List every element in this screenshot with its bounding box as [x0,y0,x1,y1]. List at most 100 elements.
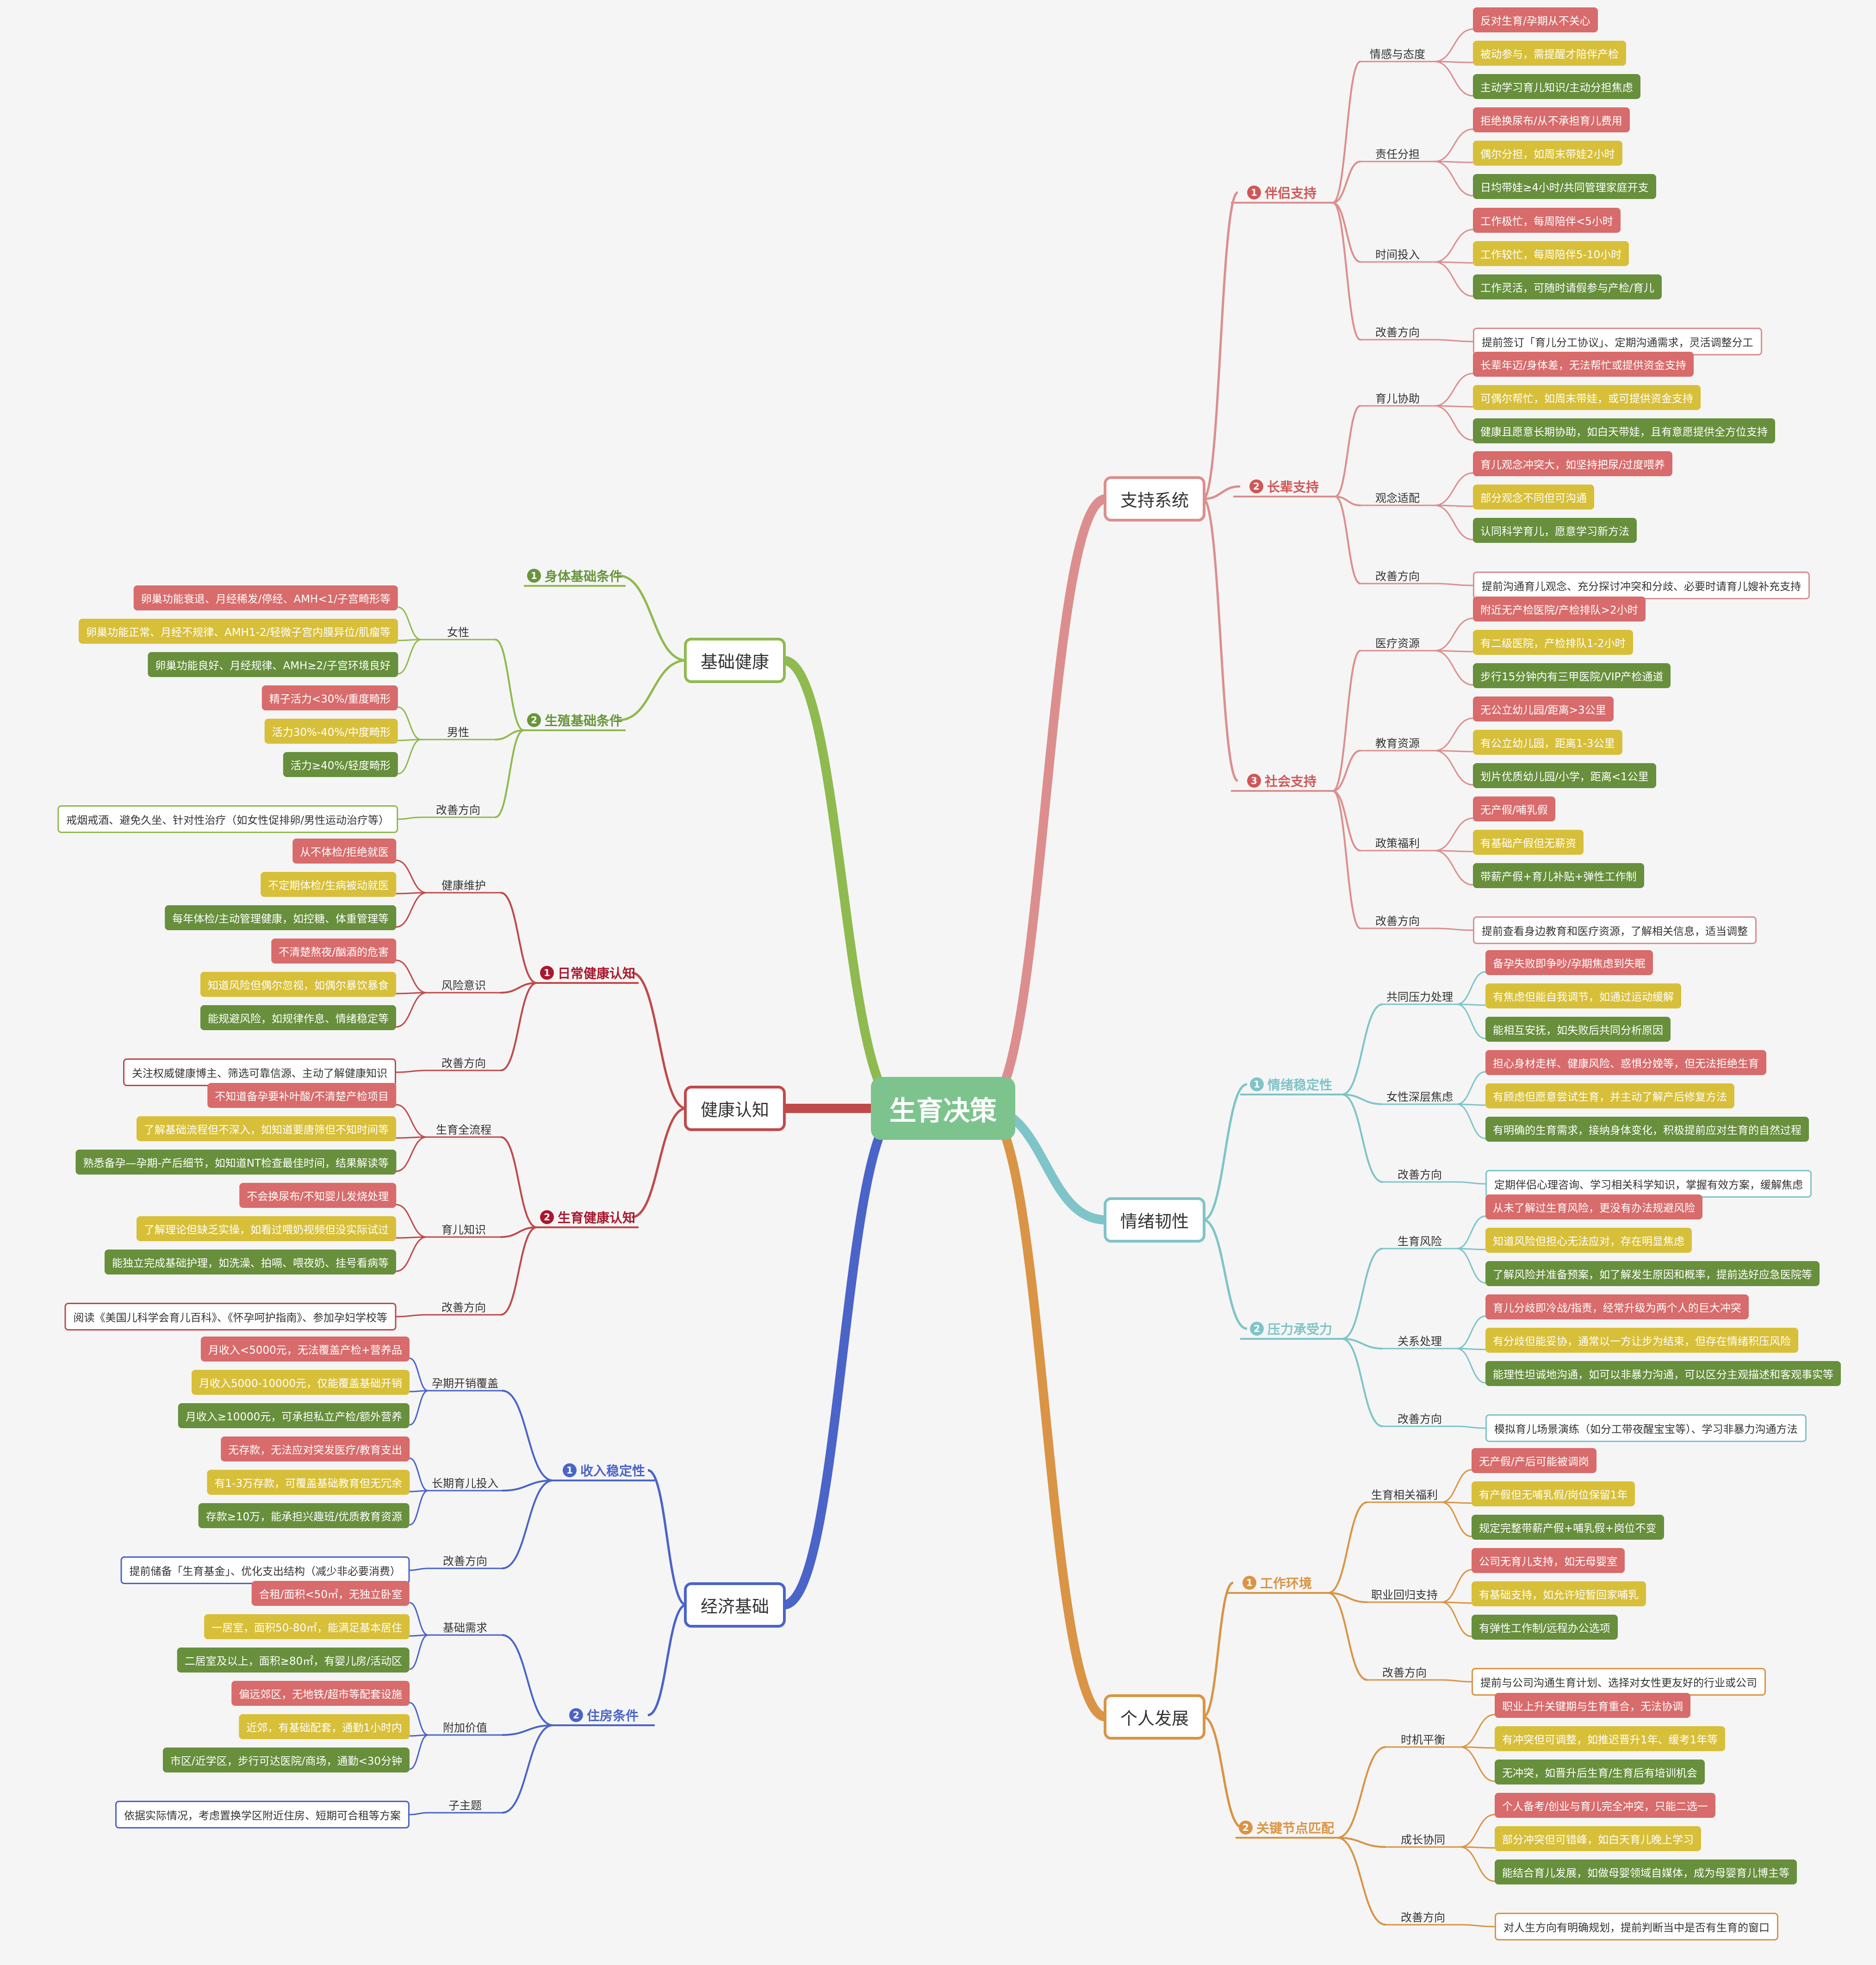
leaf-option[interactable]: 担心身材走样、健康风险、惑惧分娩等，但无法拒绝生育 [1485,1050,1766,1075]
leaf-option[interactable]: 月收入<5000元，无法覆盖产检+营养品 [200,1337,410,1362]
improvement-note[interactable]: 提前与公司沟通生育计划、选择对女性更友好的行业或公司 [1472,1668,1766,1696]
branch-topic[interactable]: 基础健康 [684,638,786,683]
leaf-option[interactable]: 不清楚熬夜/酗酒的危害 [271,939,396,964]
leaf-option[interactable]: 有公立幼儿园，距离1-3公里 [1473,730,1622,755]
leaf-option[interactable]: 无公立幼儿园/距离>3公里 [1473,696,1614,721]
leaf-option[interactable]: 无冲突，如晋升后生育/生育后有培训机会 [1495,1760,1705,1785]
leaf-option[interactable]: 有冲突但可调整，如推迟晋升1年、缓考1年等 [1495,1726,1726,1751]
leaf-option[interactable]: 卵巢功能衰退、月经稀发/停经、AMH<1/子宫畸形等 [133,585,398,610]
leaf-option[interactable]: 能独立完成基础护理，如洗澡、拍嗝、喂夜奶、挂号看病等 [105,1250,396,1275]
leaf-option[interactable]: 不定期体检/生病被动就医 [261,872,396,897]
leaf-option[interactable]: 近郊，有基础配套，通勤1小时内 [239,1714,410,1739]
leaf-option[interactable]: 个人备考/创业与育儿完全冲突，只能二选一 [1495,1793,1715,1818]
leaf-option[interactable]: 偏远郊区，无地铁/超市等配套设施 [231,1681,410,1706]
category-label[interactable]: 教育资源 [1375,737,1420,750]
leaf-option[interactable]: 附近无产检医院/产检排队>2小时 [1473,597,1646,622]
leaf-option[interactable]: 二居室及以上，面积≥80㎡，有婴儿房/活动区 [177,1648,410,1673]
leaf-option[interactable]: 能规避风险，如规律作息、情绪稳定等 [200,1005,396,1030]
category-label[interactable]: 生育全流程 [436,1123,491,1137]
category-label[interactable]: 关系处理 [1398,1335,1442,1348]
branch-topic[interactable]: 经济基础 [684,1582,786,1628]
category-label[interactable]: 改善方向 [441,1057,486,1070]
category-label[interactable]: 观念适配 [1375,491,1420,505]
category-label[interactable]: 医疗资源 [1375,637,1420,650]
leaf-option[interactable]: 育儿分歧即冷战/指责，经常升级为两个人的巨大冲突 [1485,1294,1749,1319]
branch-topic[interactable]: 健康认知 [684,1086,786,1131]
category-label[interactable]: 改善方向 [1398,1412,1442,1426]
category-label[interactable]: 生育相关福利 [1371,1488,1438,1502]
category-label[interactable]: 女性深层焦虑 [1386,1090,1453,1104]
leaf-option[interactable]: 活力≥40%/轻度畸形 [283,752,398,777]
leaf-option[interactable]: 存款≥10万，能承担兴趣班/优质教育资源 [198,1503,410,1528]
category-label[interactable]: 责任分担 [1375,148,1420,161]
branch-topic[interactable]: 个人发展 [1104,1694,1205,1740]
category-label[interactable]: 情感与态度 [1370,48,1425,61]
improvement-note[interactable]: 提前查看身边教育和医疗资源，了解相关信息，适当调整 [1473,916,1757,944]
branch-topic[interactable]: 情绪韧性 [1104,1197,1205,1243]
category-label[interactable]: 育儿协助 [1375,392,1420,405]
category-label[interactable]: 风险意识 [441,979,486,992]
leaf-option[interactable]: 月收入≥10000元，可承担私立产检/额外营养 [178,1403,410,1428]
root-topic[interactable]: 生育决策 [870,1077,1016,1140]
leaf-option[interactable]: 市区/近学区，步行可达医院/商场，通勤<30分钟 [162,1747,410,1772]
leaf-option[interactable]: 工作极忙，每周陪伴<5小时 [1473,208,1621,233]
leaf-option[interactable]: 步行15分钟内有三甲医院/VIP产检通道 [1473,663,1671,688]
leaf-option[interactable]: 合租/面积<50㎡，无独立卧室 [251,1581,410,1606]
improvement-note[interactable]: 定期伴侣心理咨询、学习相关科学知识，掌握有效方案，缓解焦虑 [1485,1170,1812,1198]
improvement-note[interactable]: 模拟育儿场景演练（如分工带夜醒宝宝等）、学习非暴力沟通方法 [1485,1414,1807,1442]
leaf-option[interactable]: 精子活力<30%/重度畸形 [261,685,398,710]
leaf-option[interactable]: 公司无育儿支持，如无母婴室 [1472,1548,1625,1573]
improvement-note[interactable]: 提前签订「育儿分工协议」、定期沟通需求，灵活调整分工 [1473,328,1762,355]
improvement-note[interactable]: 戒烟戒酒、避免久坐、针对性治疗（如女性促排卵/男性运动治疗等） [57,805,398,833]
leaf-option[interactable]: 有顾虑但愿意尝试生育，并主动了解产后修复方法 [1485,1083,1734,1108]
leaf-option[interactable]: 被动参与，需提醒才陪伴产检 [1473,41,1626,66]
improvement-note[interactable]: 阅读《美国儿科学会育儿百科》、《怀孕呵护指南》、参加孕妇学校等 [64,1303,396,1331]
leaf-option[interactable]: 能相互安抚，如失败后共同分析原因 [1485,1017,1671,1042]
leaf-option[interactable]: 从未了解过生育风险，更没有办法规避风险 [1485,1194,1702,1219]
leaf-option[interactable]: 卵巢功能良好、月经规律、AMH≥2/子宫环境良好 [148,652,398,677]
category-label[interactable]: 健康维护 [441,879,486,892]
leaf-option[interactable]: 有基础支持，如允许短暂回家哺乳 [1472,1581,1646,1606]
leaf-option[interactable]: 卵巢功能正常、月经不规律、AMH1-2/轻微子宫内膜异位/肌瘤等 [79,619,398,644]
leaf-option[interactable]: 划片优质幼儿园/小学，距离<1公里 [1473,763,1656,788]
leaf-option[interactable]: 有明确的生育需求，接纳身体变化，积极提前应对生育的自然过程 [1485,1117,1809,1142]
category-label[interactable]: 职业回归支持 [1371,1588,1438,1602]
category-label[interactable]: 长期育儿投入 [432,1477,498,1490]
improvement-note[interactable]: 关注权威健康博主、筛选可靠信源、主动了解健康知识 [123,1058,396,1086]
leaf-option[interactable]: 日均带娃≥4小时/共同管理家庭开支 [1473,174,1656,199]
branch-topic[interactable]: 支持系统 [1104,476,1205,522]
leaf-option[interactable]: 了解风险并准备预案，如了解发生原因和概率，提前选好应急医院等 [1485,1261,1820,1286]
category-label[interactable]: 成长协同 [1401,1833,1445,1847]
leaf-option[interactable]: 了解理论但缺乏实操，如看过喂奶视频但没实际试过 [137,1216,396,1241]
leaf-option[interactable]: 一居室，面积50-80㎡，能满足基本居住 [204,1614,410,1639]
category-label[interactable]: 改善方向 [1375,570,1420,583]
leaf-option[interactable]: 工作灵活，可随时请假参与产检/育儿 [1473,274,1662,299]
category-label[interactable]: 时间投入 [1375,248,1420,261]
leaf-option[interactable]: 偶尔分担，如周末带娃2小时 [1473,141,1622,166]
category-label[interactable]: 改善方向 [443,1555,487,1568]
category-label[interactable]: 政策福利 [1375,837,1420,850]
leaf-option[interactable]: 有产假但无哺乳假/岗位保留1年 [1472,1481,1635,1506]
category-label[interactable]: 男性 [447,726,469,739]
category-label[interactable]: 子主题 [448,1799,482,1812]
leaf-option[interactable]: 部分观念不同但可沟通 [1473,485,1594,510]
category-label[interactable]: 时机平衡 [1401,1733,1445,1747]
leaf-option[interactable]: 每年体检/主动管理健康，如控糖、体重管理等 [165,905,396,930]
leaf-option[interactable]: 部分冲突但可错峰，如白天育儿晚上学习 [1495,1826,1701,1851]
category-label[interactable]: 附加价值 [443,1721,487,1735]
leaf-option[interactable]: 规定完整带薪产假+哺乳假+岗位不变 [1472,1515,1664,1540]
leaf-option[interactable]: 有分歧但能妥协，通常以一方让步为结束，但存在情绪积压风险 [1485,1328,1798,1353]
leaf-option[interactable]: 有1-3万存款，可覆盖基础教育但无冗余 [207,1470,410,1495]
category-label[interactable]: 改善方向 [1398,1168,1442,1181]
leaf-option[interactable]: 无存款，无法应对突发医疗/教育支出 [221,1436,410,1461]
leaf-option[interactable]: 无产假/哺乳假 [1473,796,1555,821]
